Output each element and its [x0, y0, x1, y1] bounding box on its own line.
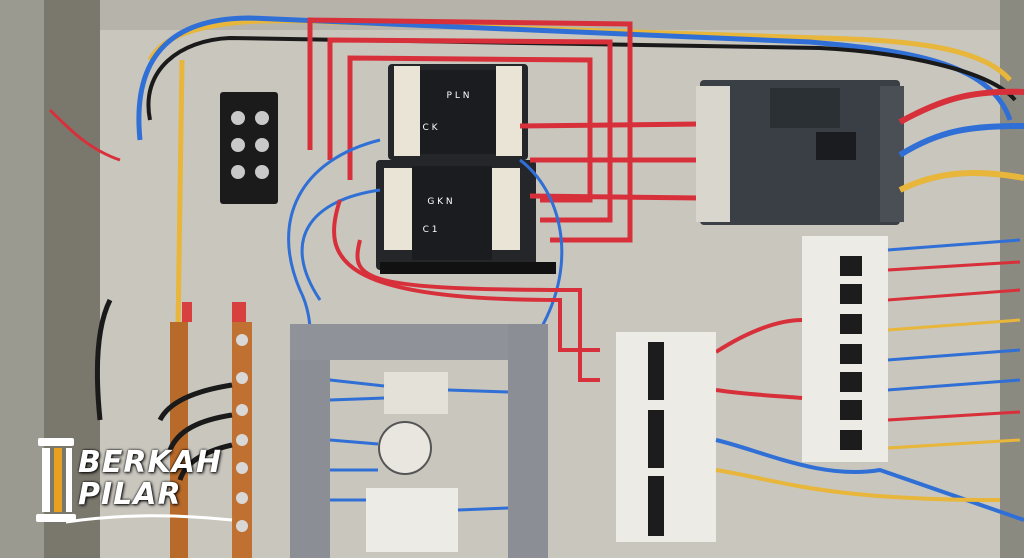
wire-top-black — [146, 35, 1017, 121]
contactor-top-face — [420, 70, 496, 154]
main-breaker-toggle — [816, 132, 856, 160]
watermark-logo: BERKAH PILAR — [34, 430, 234, 530]
mcb-switches-center — [648, 342, 664, 536]
terminal-screw — [231, 165, 245, 179]
main-breaker-terminal — [696, 86, 730, 222]
main-breaker-label — [770, 88, 840, 128]
underline-swoosh — [65, 514, 233, 524]
contactor-bottom-tag: G K N — [427, 197, 452, 207]
cabinet-right-wall — [1000, 0, 1024, 558]
wire-red-mcb-feed — [714, 318, 803, 354]
terminal-screw — [231, 111, 245, 125]
busbar-right-tag — [232, 302, 246, 322]
relay — [384, 372, 448, 414]
contactor-bottom-tag2: C 1 — [423, 225, 438, 235]
terminal-block — [220, 92, 278, 204]
wire-red-feed-3 — [529, 193, 701, 201]
watermark-line2: PILAR — [78, 477, 182, 512]
contactor-top-terminal-right — [496, 66, 522, 156]
cable-duct-left — [290, 324, 330, 558]
cabinet-door-edge — [0, 0, 44, 558]
contactor-bottom-terminal-left — [384, 168, 412, 250]
pillar-icon — [36, 438, 76, 522]
wire-blue-bundle-left-2 — [300, 188, 381, 301]
small-mcb — [366, 488, 458, 552]
wires-right-outgoing — [887, 238, 1021, 450]
terminal-screw — [255, 138, 269, 152]
wire-red-feed-1 — [519, 121, 701, 129]
terminal-screw — [231, 138, 245, 152]
contactor-top-terminal-left — [394, 66, 420, 156]
busbar-left-tag — [182, 302, 192, 322]
timer-dial — [378, 421, 432, 475]
busbar-screws — [236, 334, 248, 532]
mcb-group-center — [616, 332, 716, 542]
contactor-base — [380, 262, 556, 274]
terminal-screw — [255, 165, 269, 179]
cable-duct-right — [508, 324, 548, 558]
mcb-switches-right — [840, 256, 862, 450]
terminal-screw — [255, 111, 269, 125]
wire-blue-out — [898, 123, 1024, 158]
wire-yellow-vertical — [175, 59, 185, 331]
wire-red-bundle-mid — [332, 199, 600, 352]
blue-control-wires — [329, 378, 509, 512]
stray-red-wire — [48, 108, 121, 162]
contactor-top-tag: P L N — [447, 91, 470, 101]
contactor-top-tag2: C K — [422, 123, 438, 133]
contactor-bottom-terminal-right — [492, 168, 520, 250]
wire-red-loop-3 — [347, 55, 593, 203]
contactor-bottom-face — [412, 166, 492, 260]
wire-red-bundle-mid-2 — [355, 239, 600, 382]
cable-duct-top — [290, 324, 548, 360]
main-breaker — [700, 80, 900, 225]
wire-blue-bottom — [715, 438, 1024, 522]
wire-yellow-out — [898, 170, 1024, 193]
wire-red-loop-2 — [327, 37, 613, 223]
wire-yellow-bottom — [715, 468, 1001, 502]
wire-blue-bundle-right — [519, 158, 564, 331]
wire-red-loop-1 — [307, 17, 633, 243]
wire-red-out — [898, 88, 1024, 125]
wire-top-blue — [136, 15, 1013, 141]
black-ground-wires — [94, 298, 233, 481]
wire-red-mcb-feed-2 — [715, 388, 803, 400]
watermark-line1: BERKAH — [78, 445, 223, 480]
